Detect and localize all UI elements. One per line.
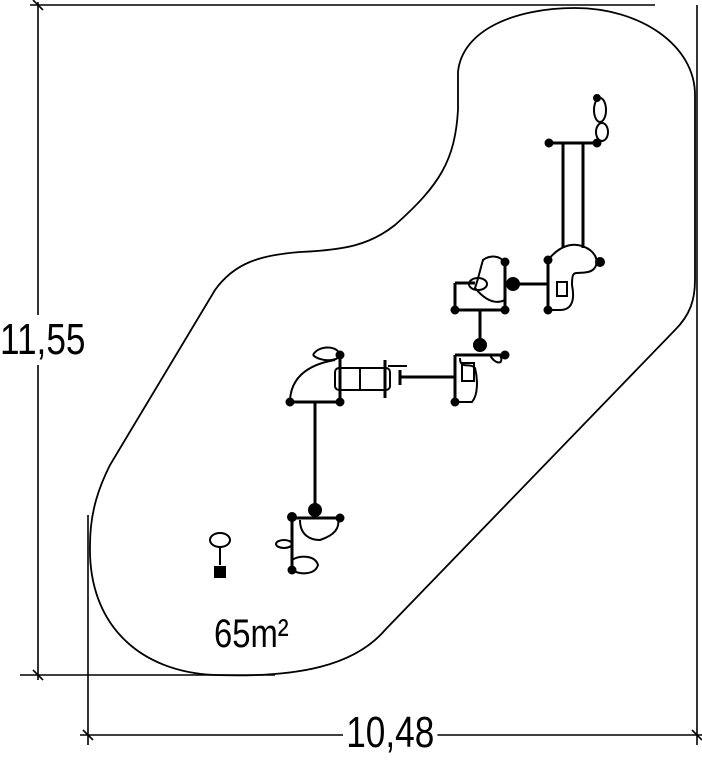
safety-surface-outline — [89, 7, 696, 677]
height-dimension-label: 11,55 — [0, 315, 86, 365]
area-label: 65m² — [214, 612, 289, 656]
width-dimension-label: 10,48 — [343, 708, 438, 758]
play-equipment — [275, 94, 609, 575]
spring-rider — [209, 532, 231, 578]
